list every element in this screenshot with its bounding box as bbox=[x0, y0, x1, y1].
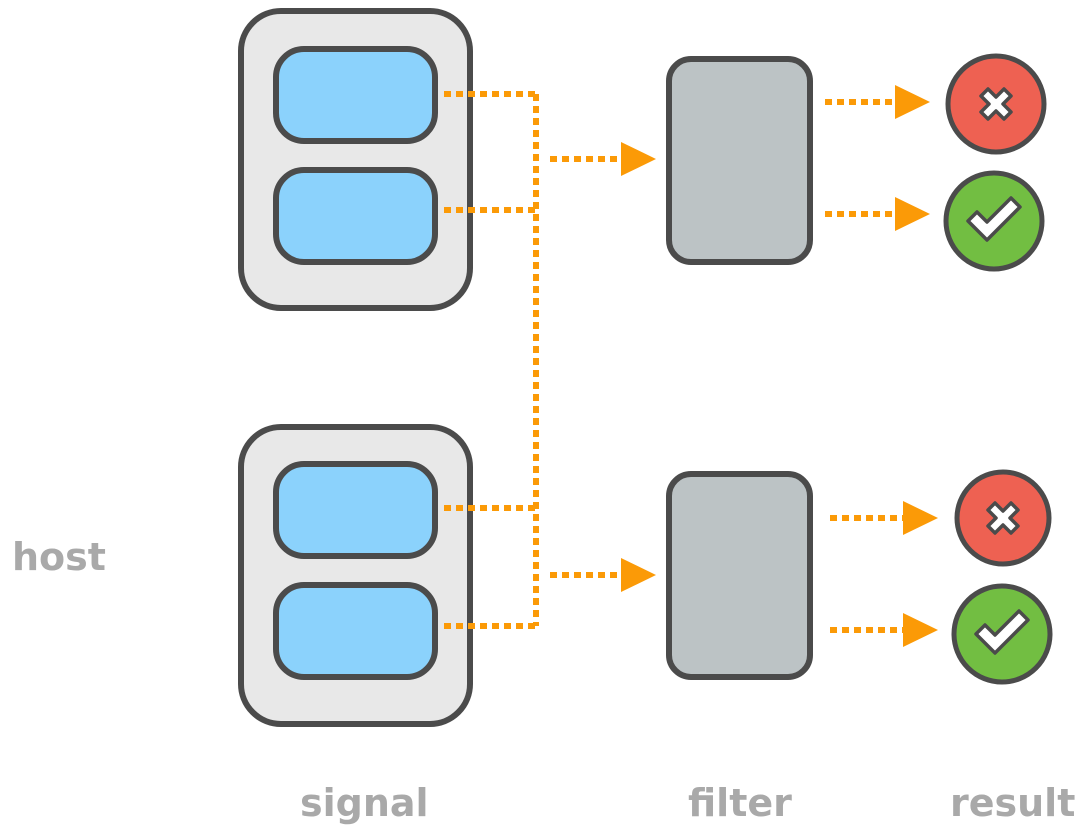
arrow-to-filter-bottom bbox=[550, 558, 656, 592]
signal-3 bbox=[273, 461, 438, 559]
signal-connectors bbox=[444, 91, 536, 629]
reject-icon-top bbox=[945, 53, 1047, 155]
signal-1 bbox=[273, 46, 438, 144]
arrow-to-reject-top bbox=[825, 85, 930, 119]
accept-icon-bottom bbox=[951, 583, 1053, 685]
signal-4 bbox=[273, 582, 438, 680]
arrow-to-filter-top bbox=[550, 142, 656, 176]
filter-label: filter bbox=[688, 781, 792, 825]
arrow-to-accept-bottom bbox=[830, 613, 938, 647]
result-label: result bbox=[950, 781, 1076, 825]
accept-icon-top bbox=[943, 170, 1045, 272]
reject-icon-bottom bbox=[954, 469, 1052, 567]
filter-bottom bbox=[666, 471, 813, 680]
signal-label: signal bbox=[300, 781, 429, 825]
arrow-to-accept-top bbox=[825, 197, 930, 231]
host-label: host bbox=[12, 535, 106, 579]
signal-2 bbox=[273, 167, 438, 265]
arrow-to-reject-bottom bbox=[830, 501, 938, 535]
filter-top bbox=[666, 56, 813, 265]
